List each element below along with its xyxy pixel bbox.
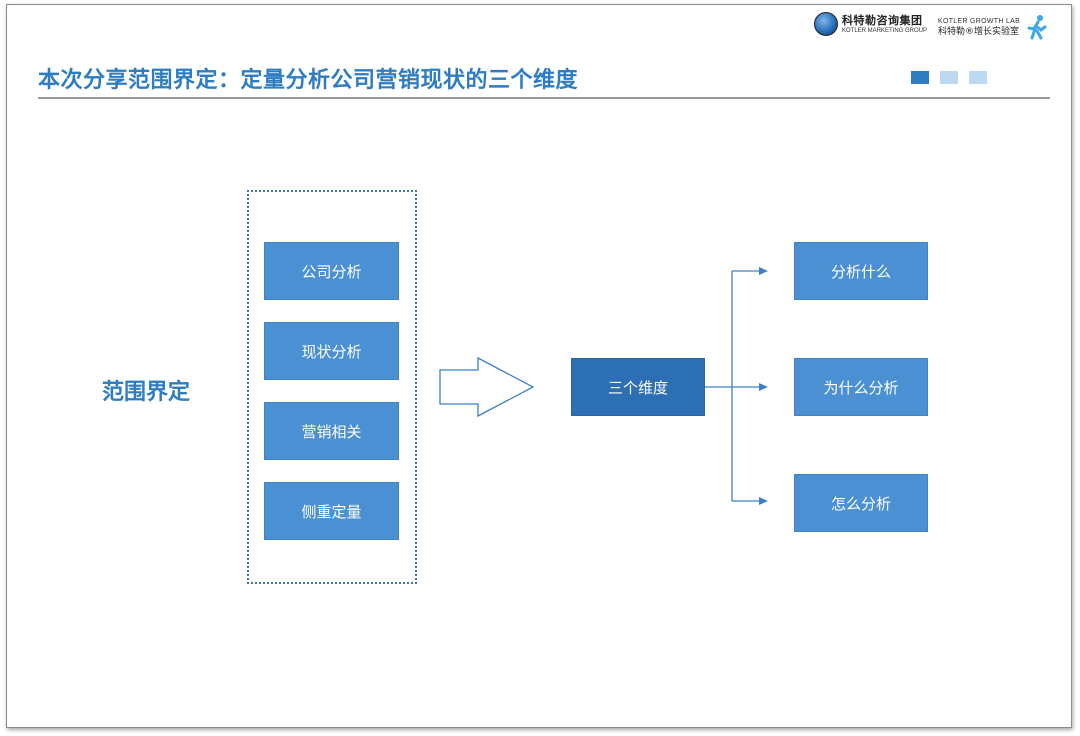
page-indicator-dot xyxy=(969,71,987,84)
logo-english-name: KOTLER MARKETING GROUP xyxy=(842,27,928,34)
title-divider xyxy=(38,97,1050,99)
scope-label: 范围界定 xyxy=(102,380,191,405)
runner-figure-icon xyxy=(1027,15,1047,40)
logo-chinese-name: 科特勒咨询集团 xyxy=(842,13,923,27)
scope-item-marketing-related: 营销相关 xyxy=(264,402,399,460)
lab-chinese-name: 科特勒®增长实验室 xyxy=(938,26,1020,37)
dimension-what-to-analyze: 分析什么 xyxy=(794,242,928,300)
kotler-growth-lab-logo: KOTLER GROWTH LAB 科特勒®增长实验室 xyxy=(938,14,1048,40)
lab-english-name: KOTLER GROWTH LAB xyxy=(938,17,1021,25)
kotler-marketing-group-logo: 科特勒咨询集团 KOTLER MARKETING GROUP xyxy=(814,12,927,36)
page-indicator-dot-active xyxy=(911,71,929,84)
globe-icon xyxy=(814,12,838,36)
scope-item-quantitative-focus: 侧重定量 xyxy=(264,482,399,540)
page-title: 本次分享范围界定：定量分析公司营销现状的三个维度 xyxy=(38,68,579,93)
page-indicator xyxy=(911,71,987,84)
dimension-how-to-analyze: 怎么分析 xyxy=(794,474,928,532)
scope-group-dashed-frame xyxy=(247,190,417,584)
dimension-why-analyze: 为什么分析 xyxy=(794,358,928,416)
page-indicator-dot xyxy=(940,71,958,84)
center-box-three-dimensions: 三个维度 xyxy=(571,358,705,416)
scope-item-company-analysis: 公司分析 xyxy=(264,242,399,300)
scope-item-status-analysis: 现状分析 xyxy=(264,322,399,380)
